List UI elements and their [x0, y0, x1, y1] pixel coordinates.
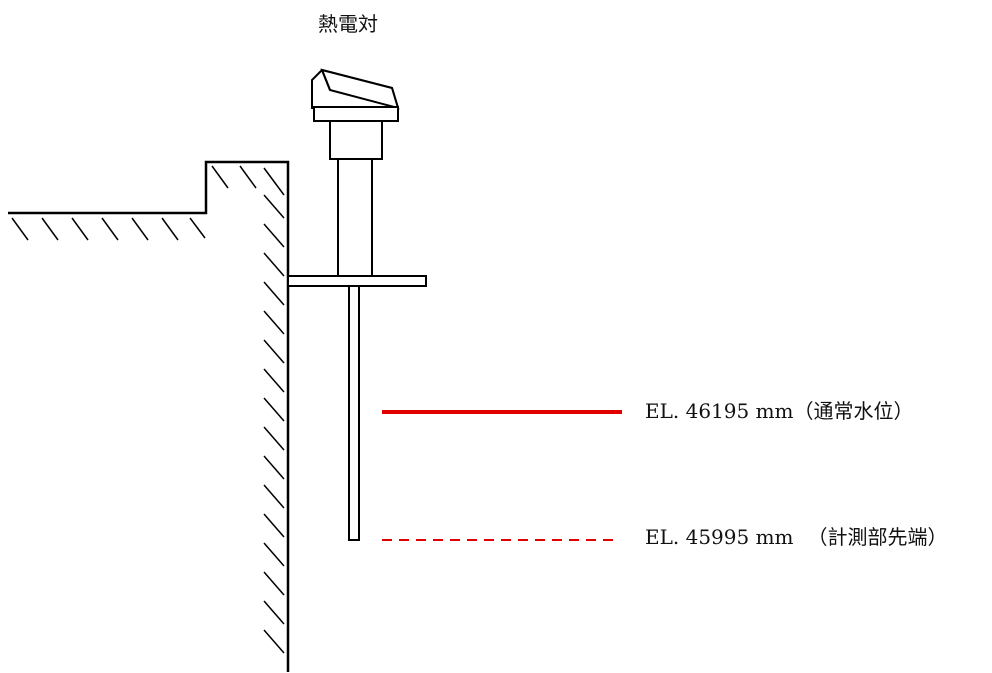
water-level-elevation: EL. 46195 mm [645, 399, 794, 423]
thermocouple-head-base [313, 106, 399, 122]
thermocouple-title: 熱電対 [318, 12, 378, 36]
probe-tip-elevation: EL. 45995 mm [645, 525, 794, 549]
water-level-note: （通常水位） [793, 399, 914, 423]
probe-tip-note: （計測部先端） [807, 525, 948, 549]
thermocouple-flange [287, 275, 427, 287]
thermocouple-connector [329, 120, 383, 160]
thermocouple-stem [337, 158, 373, 277]
ground-hatching [11, 165, 285, 241]
ground-wall [8, 160, 290, 672]
wall-hatching [263, 194, 285, 654]
thermocouple-probe [348, 285, 360, 541]
probe-tip-label: EL. 45995 mm （計測部先端） [645, 525, 948, 549]
thermocouple [287, 68, 427, 541]
water-level-label: EL. 46195 mm（通常水位） [645, 399, 914, 423]
ground-outline [8, 160, 290, 672]
